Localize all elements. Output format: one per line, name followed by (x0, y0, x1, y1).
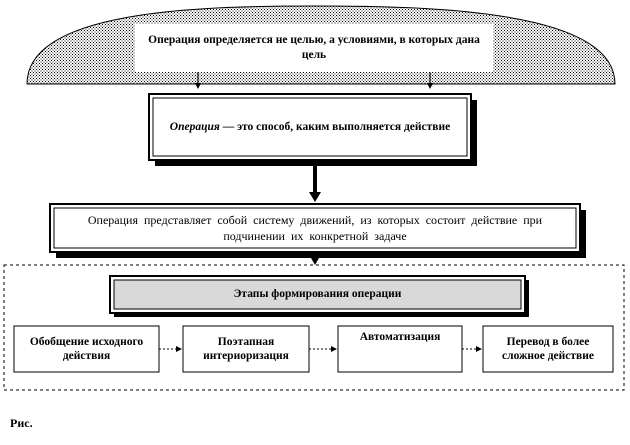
system-arrow-head (311, 258, 319, 265)
top-box-label: Операция определяется не целью, а услови… (148, 34, 480, 61)
system-box-label: Операция представляет собой систему движ… (87, 213, 543, 243)
stage-box-3 (337, 325, 463, 373)
stage-4-text: Перевод в более сложное действие (485, 328, 611, 370)
system-box-text: Операция представляет собой систему движ… (56, 210, 574, 246)
stages-title-label: Этапы формирования операции (233, 288, 402, 300)
definition-box-frame (148, 93, 472, 161)
stage-2-text: Поэтапная интериоризация (185, 328, 307, 370)
definition-term: Операция (169, 120, 220, 133)
system-box-frame (49, 203, 581, 253)
top-box-text: Операция определяется не целью, а услови… (140, 26, 488, 70)
stage-1-text: Обобщение исходного действия (16, 328, 157, 370)
definition-box-inner (152, 97, 468, 157)
figure-caption: Рис. (10, 416, 33, 430)
definition-box-text: Операция — это способ, каким выполняется… (156, 100, 464, 154)
stage-3-text: Автоматизация (340, 328, 460, 348)
stage-3-label: Автоматизация (359, 331, 441, 343)
stages-title-text: Этапы формирования операции (116, 282, 519, 307)
system-box-inner (53, 207, 577, 249)
stage-box-2 (182, 325, 310, 373)
stage-4-label: Перевод в более сложное действие (502, 336, 594, 362)
stages-title-fill (113, 279, 522, 310)
definition-body: — это способ, каким выполняется действие (219, 120, 451, 133)
stage-2-label: Поэтапная интериоризация (203, 336, 289, 362)
thick-arrow-head (309, 192, 321, 202)
top-box-frame (135, 24, 493, 72)
stage-box-1 (13, 325, 160, 373)
stage-box-4 (482, 325, 614, 373)
stage-1-label: Обобщение исходного действия (29, 336, 144, 362)
definition-text: Операция — это способ, каким выполняется… (170, 120, 450, 135)
